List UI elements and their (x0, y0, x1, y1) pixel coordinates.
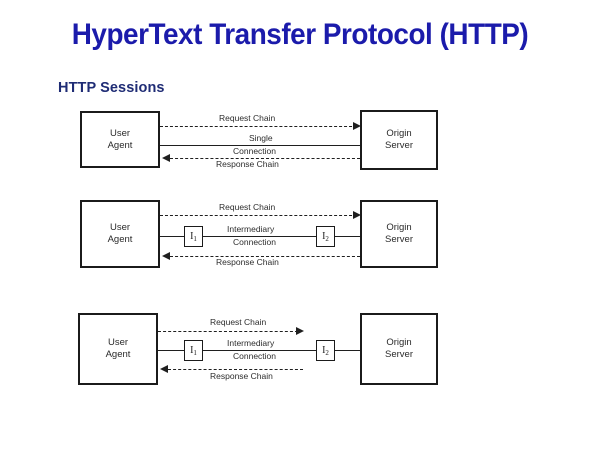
user-agent-box: User Agent (80, 200, 160, 268)
connection-label-line1: Intermediary (224, 338, 278, 348)
connection-segment-left (160, 236, 184, 237)
request-chain-label: Request Chain (216, 113, 279, 123)
origin-server-box: Origin Server (360, 313, 438, 385)
request-chain-line (160, 215, 357, 216)
connection-line (160, 145, 360, 146)
connection-segment-right (334, 350, 360, 351)
user-agent-box: User Agent (78, 313, 158, 385)
response-chain-arrowhead-icon (162, 251, 170, 260)
connection-segment-middle (202, 350, 316, 351)
response-chain-label: Response Chain (207, 371, 276, 381)
origin-server-label-line2: Server (385, 349, 413, 360)
origin-server-box: Origin Server (360, 110, 438, 170)
connection-label-line1: Intermediary (224, 224, 278, 234)
intermediary-subscript: 2 (325, 234, 329, 243)
request-chain-arrowhead-icon (353, 210, 361, 219)
intermediary-symbol: I (322, 345, 326, 356)
connection-label-line2: Connection (230, 351, 280, 361)
origin-server-label-line1: Origin (386, 128, 412, 139)
user-agent-label-line2: Agent (107, 234, 133, 245)
connection-label-line2: Connection (230, 237, 280, 247)
origin-server-label-line2: Server (385, 234, 413, 245)
origin-server-box: Origin Server (360, 200, 438, 268)
response-chain-arrowhead-icon (162, 153, 170, 162)
request-chain-label: Request Chain (207, 317, 270, 327)
request-chain-line (160, 126, 357, 127)
connection-segment-right (334, 236, 360, 237)
user-agent-box: User Agent (80, 111, 160, 168)
intermediary-subscript: 1 (193, 348, 197, 357)
origin-server-label-line1: Origin (386, 337, 412, 348)
origin-server-label-line2: Server (385, 140, 413, 151)
user-agent-label-line2: Agent (107, 139, 133, 151)
request-chain-line (158, 331, 298, 332)
connection-label-line1: Single (246, 133, 276, 143)
user-agent-label-line1: User (109, 222, 131, 233)
intermediary-symbol: I (190, 231, 194, 242)
user-agent-label-line2: Agent (105, 349, 131, 360)
response-chain-arrowhead-icon (160, 364, 168, 373)
response-chain-label: Response Chain (213, 257, 282, 267)
request-chain-arrowhead-icon (296, 326, 304, 335)
connection-label-line2: Connection (230, 146, 280, 156)
intermediary-symbol: I (322, 231, 326, 242)
response-chain-line (170, 158, 360, 159)
intermediary-subscript: 2 (325, 348, 329, 357)
connection-segment-middle (202, 236, 316, 237)
page-title: HyperText Transfer Protocol (HTTP) (71, 18, 529, 51)
response-chain-label: Response Chain (213, 159, 282, 169)
user-agent-label-line1: User (107, 337, 129, 348)
origin-server-label-line1: Origin (386, 222, 412, 233)
connection-segment-left (158, 350, 184, 351)
user-agent-label-line1: User (109, 127, 131, 139)
request-chain-arrowhead-icon (353, 121, 361, 130)
intermediary-subscript: 1 (193, 234, 197, 243)
section-title: HTTP Sessions (58, 80, 165, 96)
response-chain-line (168, 369, 303, 370)
request-chain-label: Request Chain (216, 202, 279, 212)
intermediary-symbol: I (190, 345, 194, 356)
response-chain-line (170, 256, 360, 257)
